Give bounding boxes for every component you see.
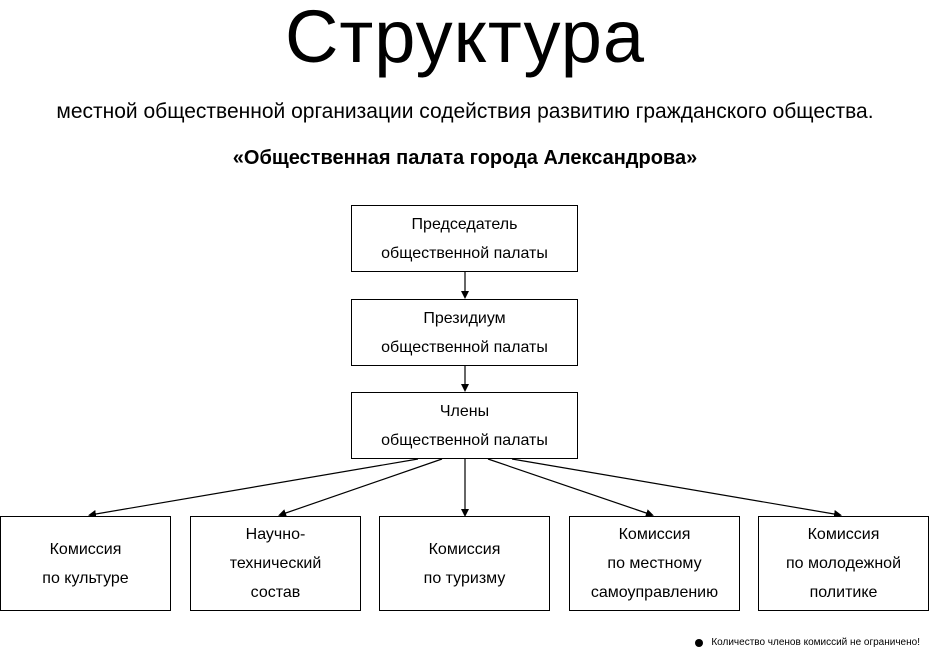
commission-culture-box: Комиссия по культуре: [0, 516, 171, 611]
arrow-members-to-culture: [88, 458, 419, 518]
footnote-text: Количество членов комиссий не ограничено…: [711, 637, 920, 648]
arrow-members-to-youth: [511, 458, 842, 518]
arrow-members-to-science: [278, 458, 443, 517]
bullet-icon: [695, 639, 704, 647]
footnote: Количество членов комиссий не ограничено…: [695, 636, 920, 650]
commission-youth-policy-box: Комиссия по молодежной политике: [758, 516, 929, 611]
organization-name: «Общественная палата города Александрова…: [232, 147, 698, 169]
science-technical-staff-box: Научно- технический состав: [190, 516, 361, 611]
page-title: Структура: [284, 0, 646, 78]
arrow-members-to-local-government: [487, 458, 654, 517]
page-subtitle: местной общественной организации содейст…: [56, 100, 874, 123]
chairman-box: Председатель общественной палаты: [351, 205, 578, 272]
presidium-box: Президиум общественной палаты: [351, 299, 578, 366]
commission-tourism-box: Комиссия по туризму: [379, 516, 550, 611]
members-box: Члены общественной палаты: [351, 392, 578, 459]
commission-local-government-box: Комиссия по местному самоуправлению: [569, 516, 740, 611]
